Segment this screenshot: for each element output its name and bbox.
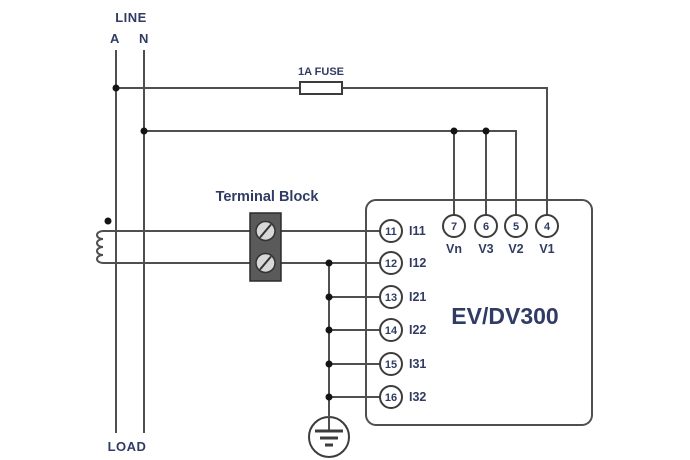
terminal-11-number: 11 [385,226,397,238]
terminal-7-number: 7 [451,221,457,233]
neutral-label: N [139,31,149,46]
terminal-5-number: 5 [513,221,519,233]
fused-v1-wire [116,87,548,216]
junction-dot [325,293,333,301]
terminal-4-circle [535,214,559,238]
phase-a-label: A [110,31,120,46]
current-terminals: 11 I11 12 I12 13 I21 14 I22 15 I31 16 I3… [379,219,426,409]
line-label: LINE [115,10,147,25]
terminal-12-number: 12 [385,258,397,270]
terminal-15-label: I31 [409,357,426,371]
wires [96,50,548,433]
voltage-terminals: 7 Vn 6 V3 5 V2 4 V1 [442,214,559,256]
terminal-5-label: V2 [508,242,523,256]
terminal-7-circle [442,214,466,238]
terminal-14-number: 14 [385,325,398,337]
device-outline [365,199,593,426]
terminal-14-circle [379,318,403,342]
terminal-16-number: 16 [385,392,397,404]
fuse-icon [299,81,343,95]
terminal-6-circle [474,214,498,238]
terminal-15-circle [379,352,403,376]
junction-dot [112,84,120,92]
terminal-4-number: 4 [544,221,551,233]
terminal-7-label: Vn [446,242,462,256]
terminal-5-circle [504,214,528,238]
ground-bars [315,429,343,447]
junction-dots [104,84,490,401]
terminal-13-circle [379,285,403,309]
terminal-13-number: 13 [385,292,397,304]
junction-dot [325,259,333,267]
load-label: LOAD [108,439,147,454]
terminal-14-label: I22 [409,323,426,337]
neutral-branch-wire [144,130,517,216]
terminal-6-number: 6 [483,221,489,233]
terminal-12-label: I12 [409,256,426,270]
junction-dot [325,393,333,401]
terminal-13-label: I21 [409,290,426,304]
junction-dot [450,127,458,135]
terminal-12-circle [379,251,403,275]
junction-dot [325,360,333,368]
terminal-16-label: I32 [409,390,426,404]
device-name: EV/DV300 [451,303,558,329]
screw-slot-bottom [259,255,272,271]
junction-dot [325,326,333,334]
terminal-block-label: Terminal Block [216,189,320,205]
terminal-11-circle [379,219,403,243]
terminal-16-circle [379,385,403,409]
screw-slot-top [259,223,272,239]
terminal-15-number: 15 [385,359,397,371]
terminal-6-label: V3 [478,242,493,256]
terminal-block-screws [255,220,276,274]
ct-polarity-dot [104,217,112,225]
terminal-4-label: V1 [539,242,554,256]
ct-coil-icon [96,230,104,264]
junction-dot [140,127,148,135]
terminal-11-label: I11 [409,224,426,238]
fuse-label: 1A FUSE [298,66,344,78]
junction-dot [482,127,490,135]
